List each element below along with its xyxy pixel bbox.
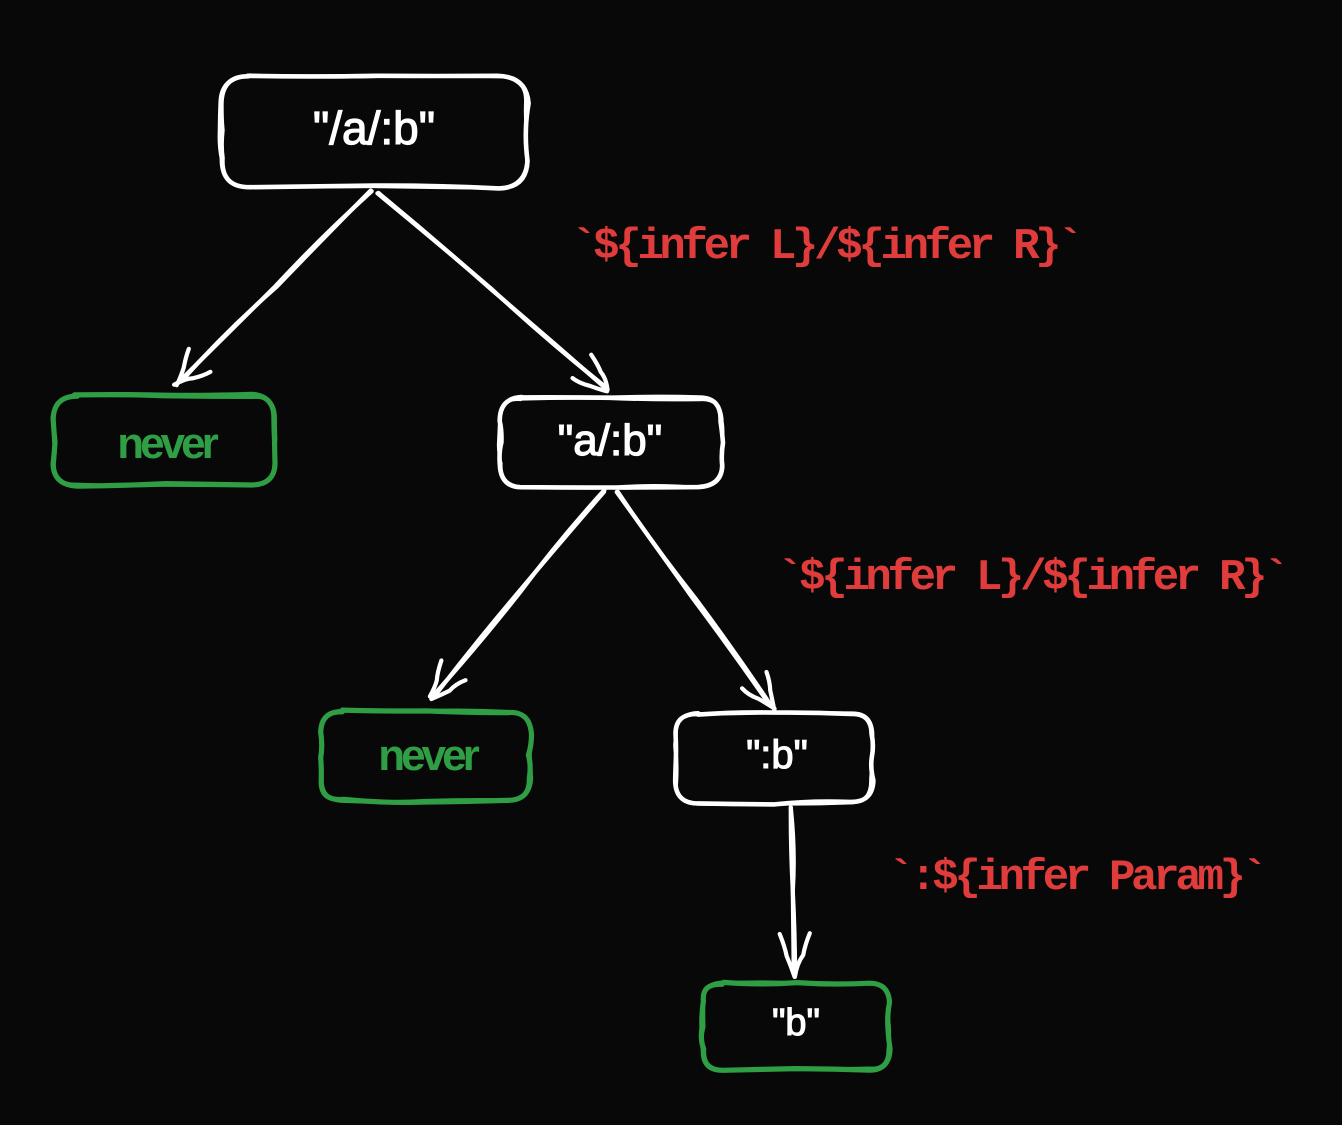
svg-text:":b": ":b"	[746, 733, 808, 777]
svg-text:`:${infer Param}`: `:${infer Param}`	[888, 853, 1264, 903]
svg-text:"a/:b": "a/:b"	[558, 416, 663, 465]
svg-text:"b": "b"	[772, 1002, 820, 1044]
svg-text:`${infer L}/${infer R}`: `${infer L}/${infer R}`	[777, 553, 1285, 603]
svg-text:never: never	[117, 419, 218, 468]
svg-text:`${infer L}/${infer R}`: `${infer L}/${infer R}`	[571, 222, 1079, 272]
svg-text:never: never	[378, 731, 479, 780]
svg-text:"/a/:b": "/a/:b"	[313, 102, 435, 154]
